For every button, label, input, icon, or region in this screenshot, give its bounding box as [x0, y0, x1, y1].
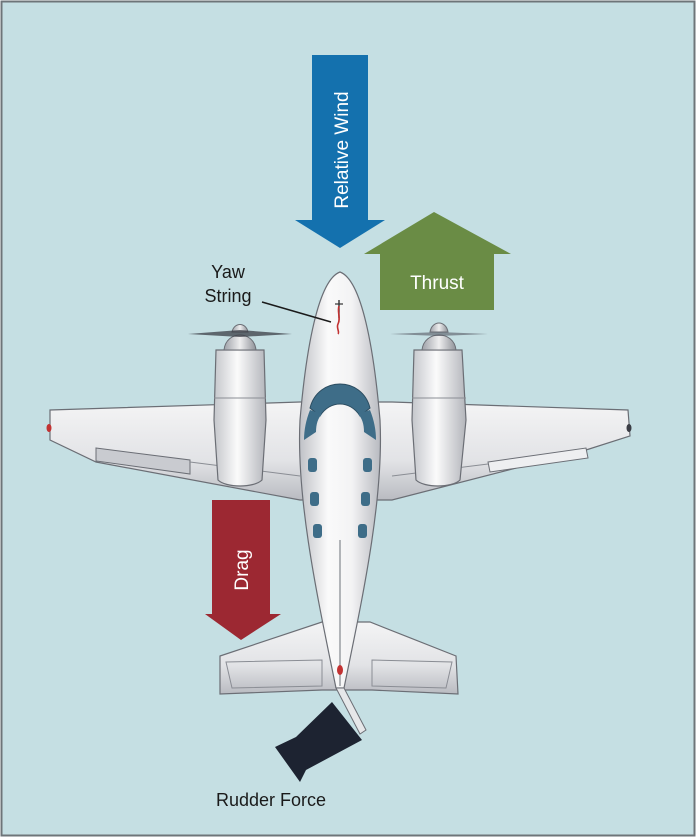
thrust-label: Thrust	[410, 273, 465, 294]
cabin-window	[358, 524, 367, 538]
thrust-arrow: Thrust	[364, 212, 511, 310]
right-nav-light	[626, 424, 632, 432]
rudder-force-label: Rudder Force	[216, 790, 326, 810]
rudder	[335, 687, 367, 735]
airplane	[46, 271, 632, 735]
left-nav-light	[46, 424, 52, 432]
relative-wind-label: Relative Wind	[332, 91, 353, 208]
drag-label: Drag	[232, 549, 253, 590]
rudder-force-arrow	[275, 702, 362, 782]
yaw-string-label-line1: Yaw	[211, 262, 246, 282]
cabin-window	[308, 458, 317, 472]
cabin-window	[361, 492, 370, 506]
left-propeller	[188, 330, 292, 337]
right-propeller-blur	[390, 332, 488, 336]
yaw-string-device	[335, 300, 343, 335]
fuselage	[298, 271, 382, 689]
cabin-window	[313, 524, 322, 538]
yaw-string-callout: Yaw String	[204, 262, 332, 323]
yaw-string-label-line2: String	[204, 286, 251, 306]
right-engine-nacelle	[390, 322, 488, 487]
cabin-window	[363, 458, 372, 472]
relative-wind-arrow: Relative Wind	[295, 55, 385, 248]
cabin-window	[310, 492, 319, 506]
drag-arrow: Drag	[205, 500, 281, 640]
left-engine-nacelle	[188, 324, 292, 487]
